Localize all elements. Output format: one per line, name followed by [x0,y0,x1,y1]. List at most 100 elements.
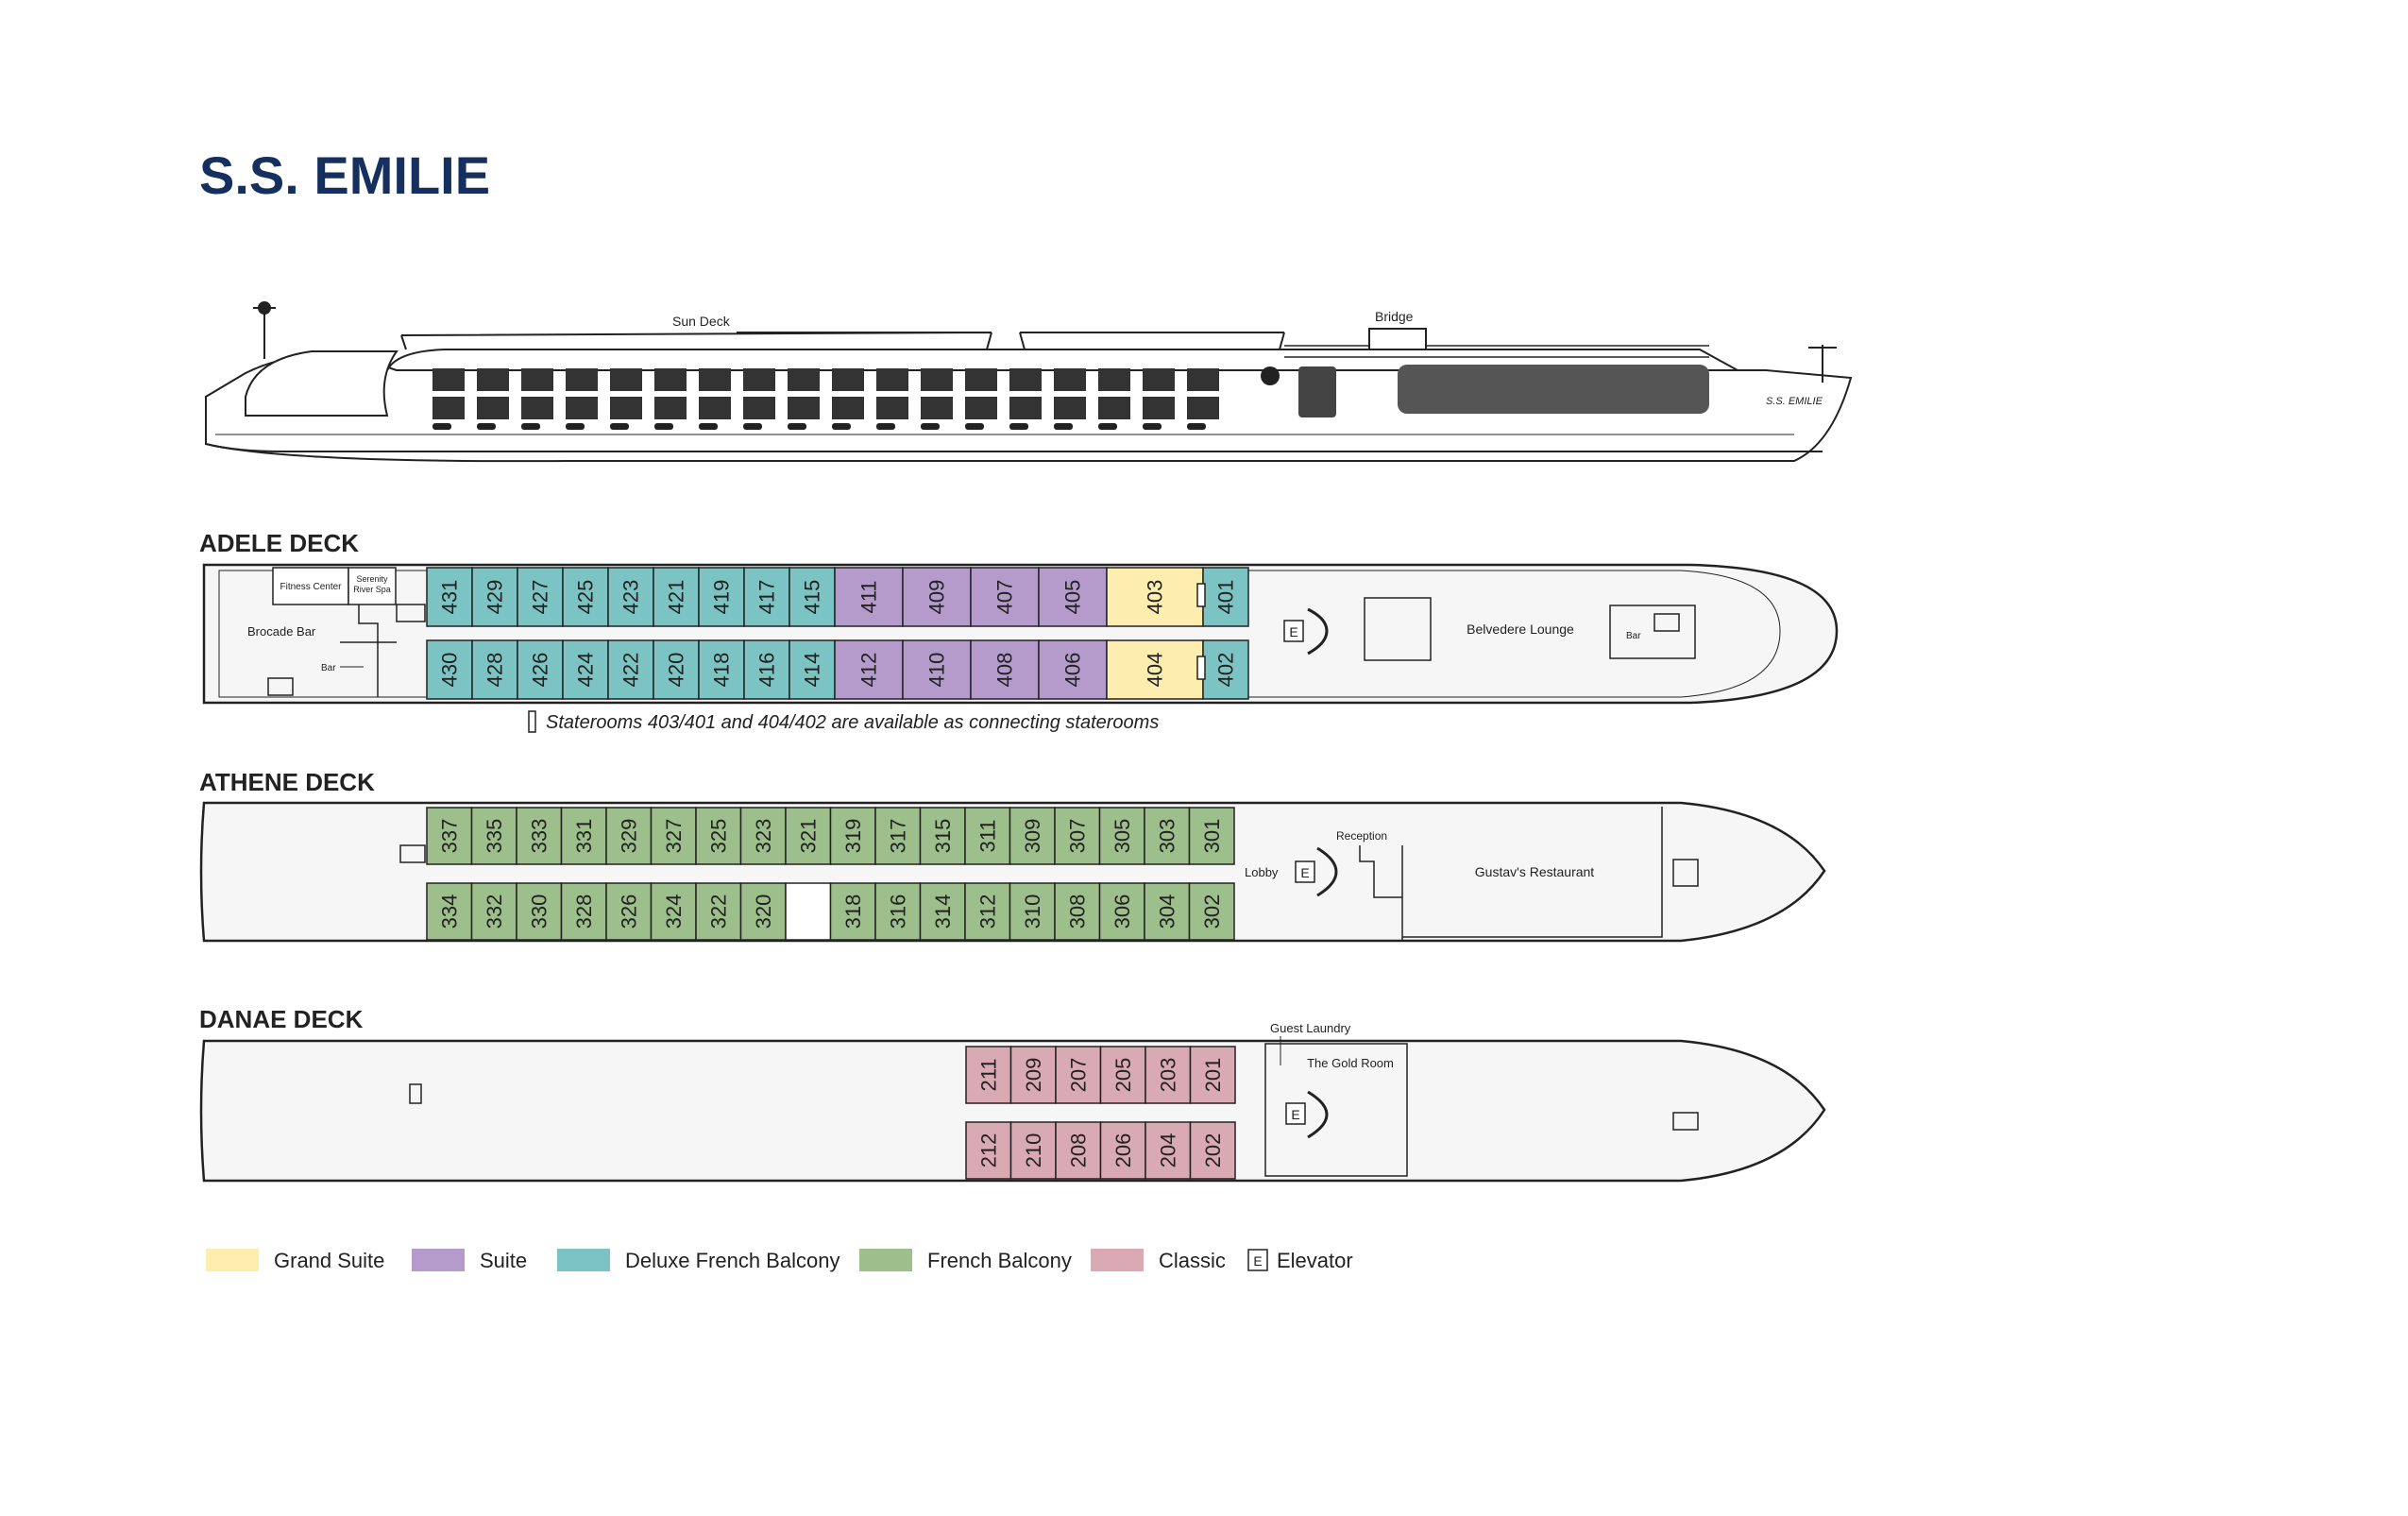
stateroom [1145,1121,1192,1180]
stateroom-number: 334 [437,894,461,929]
profile-window [654,397,687,419]
stateroom [1188,882,1235,941]
stateroom [919,807,966,865]
stateroom-number: 305 [1111,819,1134,854]
stateroom [1099,1121,1146,1180]
stateroom [1098,807,1145,865]
danae-deck-title: DANAE DECK [199,1005,364,1033]
stateroom-number: 309 [1021,819,1044,854]
porthole [521,423,540,430]
legend-label: Elevator [1277,1249,1353,1272]
stateroom-number: 210 [1022,1133,1045,1168]
stateroom-number: 314 [931,894,955,929]
stateroom [562,567,609,627]
stateroom-number: 202 [1201,1133,1225,1168]
stateroom [1188,807,1235,865]
stateroom [785,807,832,865]
porthole [566,423,585,430]
stateroom-number: 301 [1200,819,1224,854]
porthole [654,423,673,430]
profile-window [610,368,642,391]
adele-staircase [1307,607,1329,656]
stateroom-number: 426 [529,653,552,688]
stateroom-number: 325 [706,819,730,854]
profile-window [921,368,953,391]
stateroom-number: 429 [483,580,507,615]
porthole [965,423,984,430]
stateroom-number: 303 [1155,819,1179,854]
mid-stairs [396,604,426,622]
stateroom-number: 316 [886,894,909,929]
profile-window [477,397,509,419]
stateroom [1009,1121,1057,1180]
connecting-staterooms-note: Staterooms 403/401 and 404/402 are avail… [546,712,1159,733]
porthole [1187,423,1206,430]
athene-deck-title: ATHENE DECK [199,768,375,796]
profile-window [566,368,598,391]
profile-window [965,368,997,391]
athene-aft-stairs [399,844,426,863]
stateroom-number: 307 [1065,819,1089,854]
stateroom [698,639,745,700]
profile-window [1143,368,1175,391]
profile-window [432,397,465,419]
stateroom-number: 423 [619,580,643,615]
spa-label-line2: River Spa [353,585,391,594]
athene-bow-stairs [1672,859,1699,887]
stateroom-number: 409 [925,580,949,615]
stateroom [605,807,653,865]
stateroom [1106,567,1204,627]
adele-bar-walls [340,605,397,697]
stateroom [607,567,654,627]
reception-label: Reception [1336,829,1387,843]
stateroom-number: 326 [617,894,640,929]
legend-label: French Balcony [927,1249,1072,1272]
reception-desk [1359,807,1663,940]
stateroom-number: 420 [665,653,688,688]
belvedere-lounge-label: Belvedere Lounge [1467,622,1574,637]
stateroom-number: 304 [1155,894,1179,929]
stateroom [1189,1046,1236,1104]
stateroom-number: 317 [886,819,909,854]
sun-deck-label: Sun Deck [672,314,731,329]
porthole [1143,423,1162,430]
stateroom-number: 201 [1201,1058,1225,1093]
profile-window [699,397,731,419]
stateroom [426,639,473,700]
adele-deck-title: ADELE DECK [199,529,359,557]
porthole [1098,423,1117,430]
stateroom [1189,1121,1236,1180]
profile-window [832,368,864,391]
stateroom [1009,882,1056,941]
stateroom [834,639,904,700]
stateroom-number: 410 [925,653,949,688]
stateroom [470,882,517,941]
profile-window [432,368,465,391]
stateroom-number: 208 [1066,1133,1090,1168]
stateroom [874,882,922,941]
adele-elevator [1283,620,1304,642]
legend-elevator-icon [1247,1249,1268,1271]
stateroom-number: 324 [662,894,686,929]
stateroom-number: 311 [975,819,999,852]
porthole [477,423,496,430]
stateroom-number: 424 [574,653,598,688]
danae-elevator [1285,1102,1306,1125]
profile-window [921,397,953,419]
legend-swatch [206,1249,259,1271]
legend-elevator-symbol: E [1253,1253,1262,1269]
gold-room-label: The Gold Room [1307,1056,1394,1070]
stateroom [1144,807,1191,865]
stateroom-number: 411 [857,580,881,613]
stateroom [560,807,607,865]
porthole [788,423,806,430]
stateroom-number: 327 [662,819,686,854]
profile-window [788,368,820,391]
porthole [921,423,940,430]
stateroom [1145,1046,1192,1104]
stateroom [653,567,700,627]
profile-window [743,368,775,391]
legend-swatch [412,1249,465,1271]
